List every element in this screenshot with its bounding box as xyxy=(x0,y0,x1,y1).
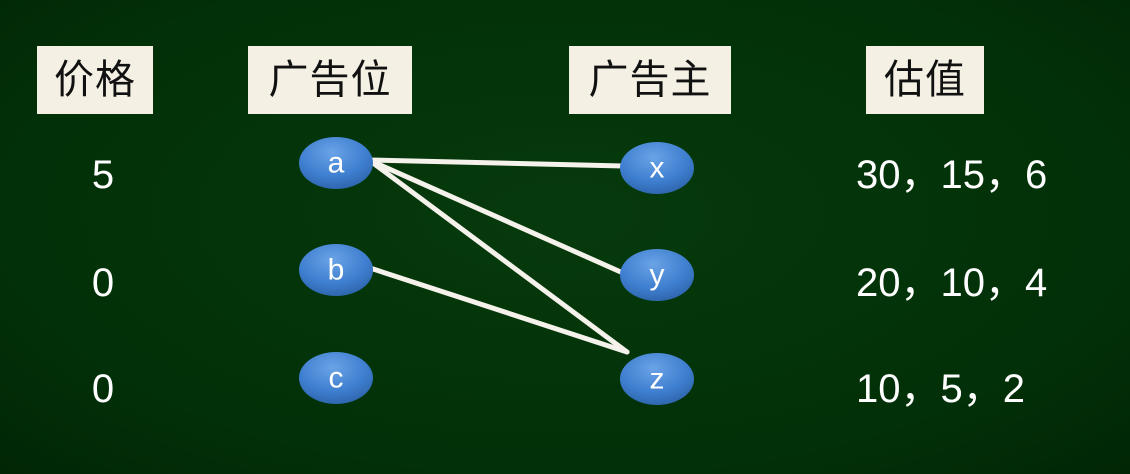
header-ad-slot: 广告位 xyxy=(248,46,412,114)
advertiser-label-y: y xyxy=(650,259,665,292)
slot-label-a: a xyxy=(328,147,345,180)
node-ellipse xyxy=(299,244,373,296)
advertiser-node-z: z xyxy=(620,353,694,405)
edge-layer xyxy=(366,157,630,355)
node-ellipse xyxy=(299,352,373,404)
valuation-y: 20，10，4 xyxy=(856,261,1048,305)
edge-a-z xyxy=(366,157,630,355)
edge-a-y xyxy=(366,157,626,276)
header-valuation: 估值 xyxy=(866,46,984,114)
price-b: 0 xyxy=(91,261,115,305)
advertiser-label-z: z xyxy=(650,363,665,396)
slot-node-b: b xyxy=(299,244,373,296)
advertiser-node-x: x xyxy=(620,142,694,194)
valuation-z: 10，5，2 xyxy=(856,367,1025,411)
price-a: 5 xyxy=(91,153,115,197)
advertiser-label-x: x xyxy=(650,152,665,185)
node-ellipse xyxy=(620,249,694,301)
slot-node-c: c xyxy=(299,352,373,404)
slot-node-a: a xyxy=(299,137,373,189)
edge-a-x xyxy=(366,157,626,169)
advertiser-node-y: y xyxy=(620,249,694,301)
valuation-x: 30，15，6 xyxy=(856,153,1048,197)
slot-label-c: c xyxy=(329,362,344,395)
price-c: 0 xyxy=(91,367,115,411)
node-ellipse xyxy=(620,353,694,405)
node-layer: a b c x y z xyxy=(299,137,694,405)
header-advertiser: 广告主 xyxy=(569,46,731,114)
header-price: 价格 xyxy=(37,46,153,114)
node-ellipse xyxy=(299,137,373,189)
node-ellipse xyxy=(620,142,694,194)
edge-b-z xyxy=(367,265,630,355)
slot-label-b: b xyxy=(328,254,345,287)
